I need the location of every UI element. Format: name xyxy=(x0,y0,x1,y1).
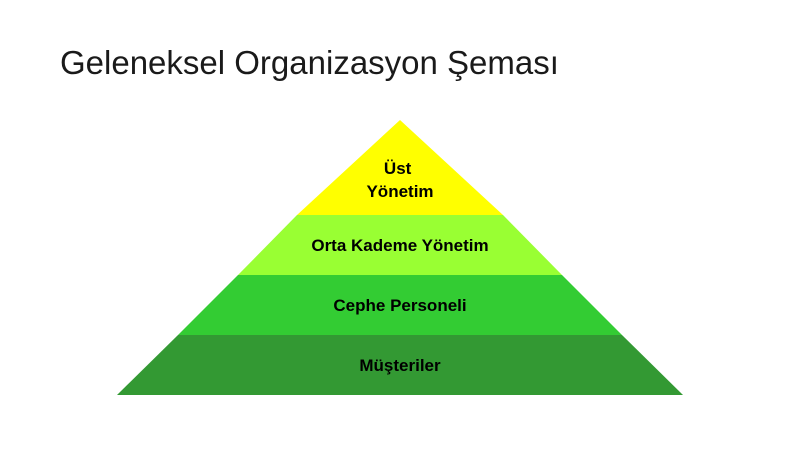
tier-customers-label: Müşteriler xyxy=(359,356,441,375)
tier-front-staff-shape xyxy=(178,275,622,335)
tier-customers-shape xyxy=(117,335,683,395)
tier-top-label-line-2: Yönetim xyxy=(366,182,433,201)
tier-middle-management-shape xyxy=(238,215,562,275)
tier-top-label-line-1: Üst xyxy=(384,159,412,178)
slide-title: Geleneksel Organizasyon Şeması xyxy=(60,44,559,81)
tier-front-staff-label: Cephe Personeli xyxy=(333,296,466,315)
tier-top-label: Üst Yönetim xyxy=(366,159,433,201)
tier-middle-management-label: Orta Kademe Yönetim xyxy=(311,236,488,255)
tier-top-shape xyxy=(297,120,503,215)
